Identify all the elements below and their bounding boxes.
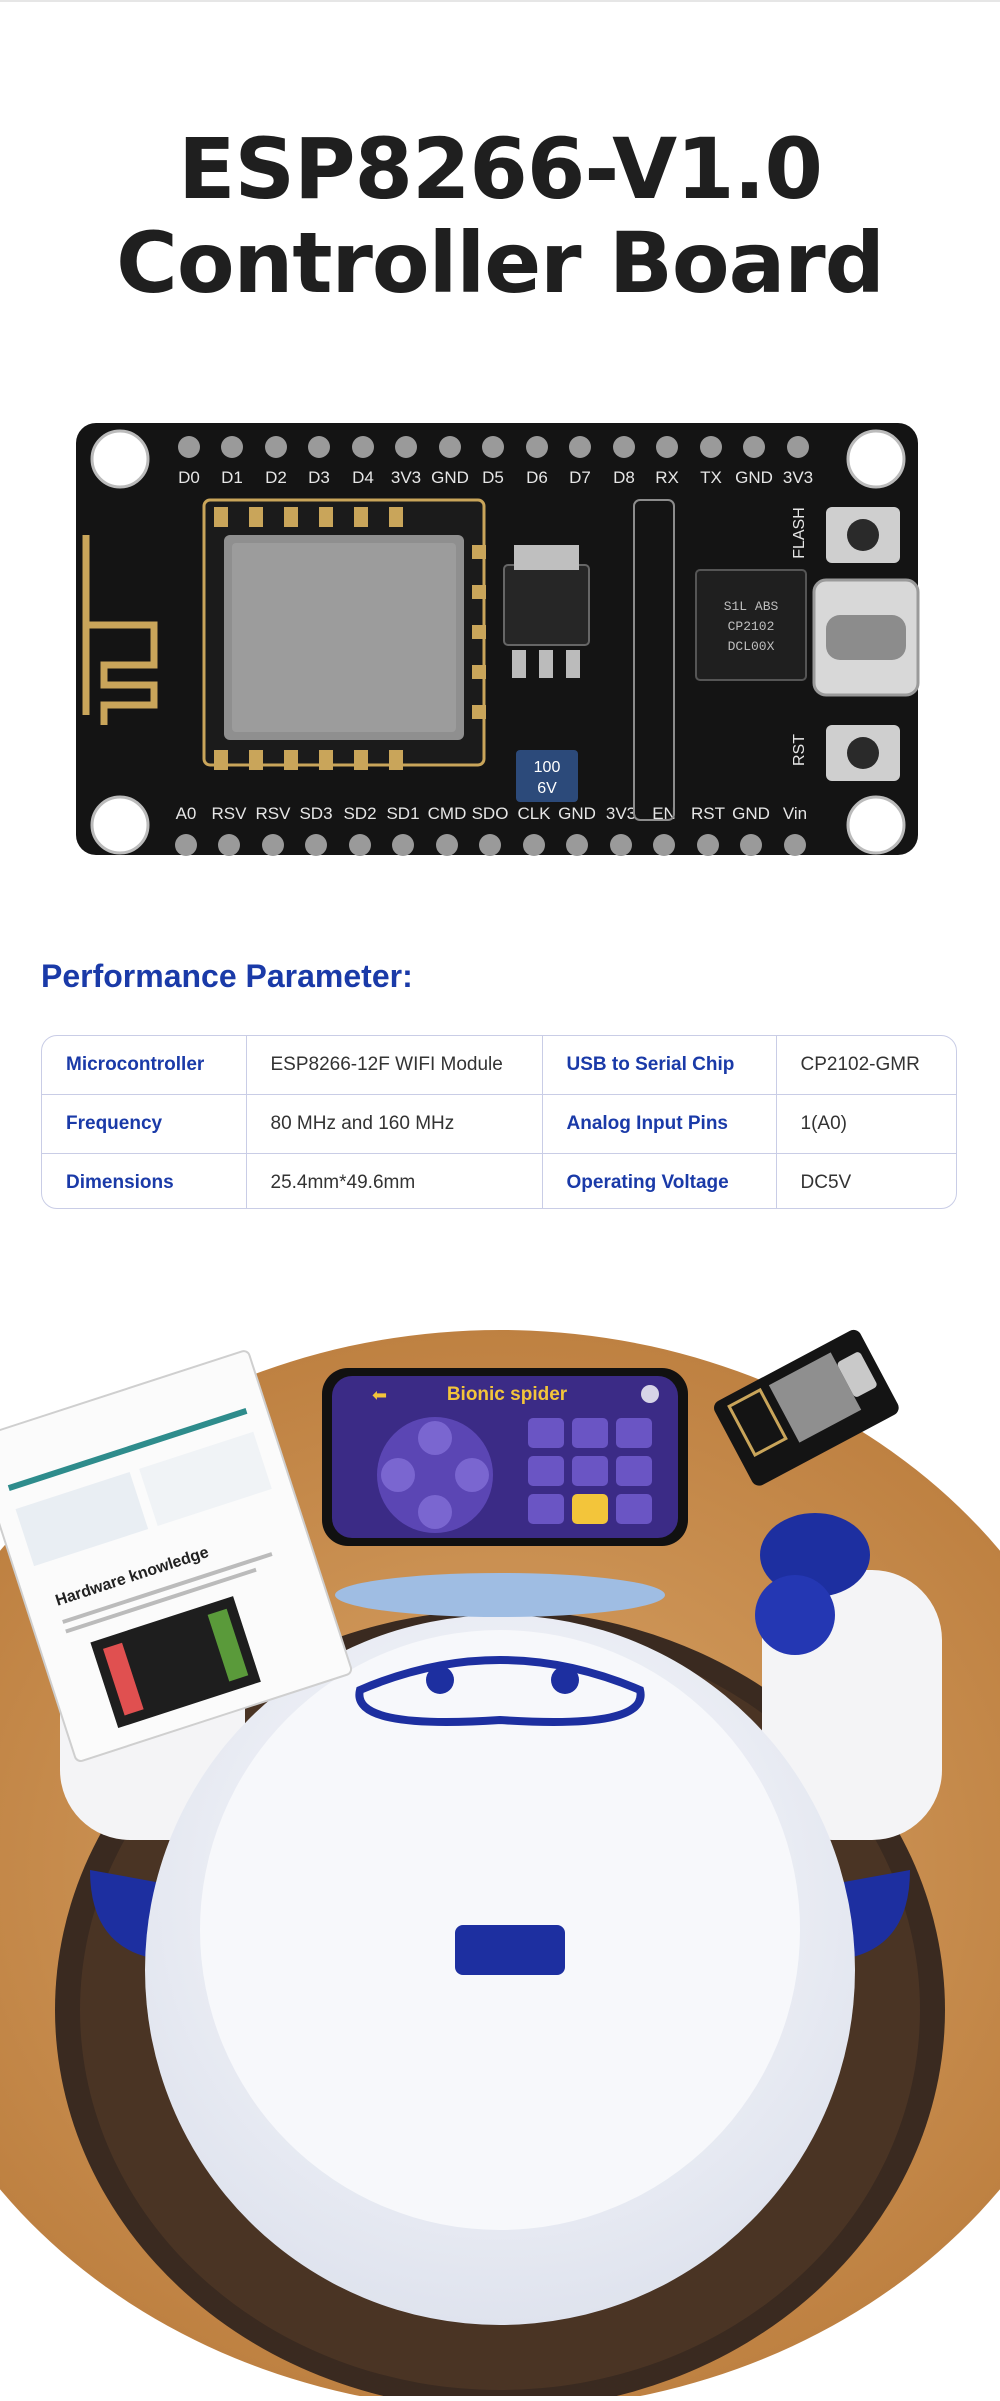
phone-app-title: Bionic spider (447, 1384, 568, 1405)
pin-label: Vin (783, 804, 807, 823)
pin-label: D1 (221, 468, 243, 487)
pin-label: A0 (176, 804, 197, 823)
page-title: ESP8266-V1.0 Controller Board (0, 122, 1000, 310)
phone-app-screen: Bionic spider ⬅ (322, 1368, 688, 1546)
pin-label: D4 (352, 468, 374, 487)
pin-label: D8 (613, 468, 635, 487)
pin-label: SD2 (343, 804, 376, 823)
spec-key: Frequency (42, 1094, 247, 1154)
pin-label: GND (735, 468, 773, 487)
pin-label: GND (732, 804, 770, 823)
robot-eye-band (355, 1656, 645, 1726)
antenna-trace (82, 535, 158, 725)
pin-label: D7 (569, 468, 591, 487)
pin-label: TX (700, 468, 722, 487)
back-arrow-icon: ⬅ (372, 1385, 387, 1406)
spec-key: Operating Voltage (542, 1153, 777, 1208)
pin-label: GND (558, 804, 596, 823)
esp8266-board-image: D0 D1 D2 D3 D4 3V3 GND D5 D6 D7 D8 RX TX… (74, 415, 920, 865)
scene-svg: Hardware knowledge Bionic spider ⬅ (0, 1329, 1000, 2401)
document-sheet: Hardware knowledge (0, 1350, 353, 1762)
title-line-1: ESP8266-V1.0 (178, 120, 823, 218)
table-row: Dimensions 25.4mm*49.6mm Operating Volta… (42, 1153, 956, 1208)
pin-label: SD3 (299, 804, 332, 823)
chip-marking-2: CP2102 (728, 619, 775, 634)
pin-label: D3 (308, 468, 330, 487)
pin-label: D0 (178, 468, 200, 487)
spec-key: Microcontroller (42, 1036, 247, 1095)
pin-label: RX (655, 468, 679, 487)
pin-label: SDO (472, 804, 509, 823)
pin-label: D5 (482, 468, 504, 487)
pin-label: CMD (428, 804, 467, 823)
spec-value: CP2102-GMR (776, 1036, 956, 1095)
spec-key: Dimensions (42, 1153, 247, 1208)
spec-value: 1(A0) (776, 1094, 956, 1154)
esp8266-board-svg: D0 D1 D2 D3 D4 3V3 GND D5 D6 D7 D8 RX TX… (76, 423, 920, 856)
edit-icon (641, 1385, 659, 1403)
flash-label: FLASH (791, 507, 808, 559)
capacitor-voltage: 6V (537, 780, 557, 797)
section-title: Performance Parameter: (41, 958, 413, 994)
spec-value: DC5V (800, 1172, 852, 1193)
pin-label: SD1 (386, 804, 419, 823)
capacitor-value: 100 (534, 759, 561, 776)
pin-label: RSV (212, 804, 248, 823)
robot-connector (455, 1925, 565, 1975)
chip-marking-3: DCL00X (728, 639, 775, 654)
table-row: Frequency 80 MHz and 160 MHz Analog Inpu… (42, 1094, 956, 1154)
rst-label: RST (791, 734, 808, 766)
controller-board-mini (714, 1329, 899, 1486)
product-scene-image: Hardware knowledge Bionic spider ⬅ (0, 1270, 1000, 2401)
pin-label: D2 (265, 468, 287, 487)
table-row: Microcontroller ESP8266-12F WIFI Module … (42, 1036, 956, 1095)
pin-label: 3V3 (391, 468, 421, 487)
title-line-2: Controller Board (116, 214, 885, 312)
pin-label: CLK (517, 804, 551, 823)
pin-label: EN (652, 804, 676, 823)
direction-pad (377, 1417, 493, 1533)
spec-key: USB to Serial Chip (542, 1036, 777, 1095)
pin-label: 3V3 (606, 804, 636, 823)
pin-label: RSV (256, 804, 292, 823)
spec-value: 80 MHz and 160 MHz (246, 1094, 543, 1154)
spec-value: ESP8266-12F WIFI Module (246, 1036, 543, 1095)
pin-label: 3V3 (783, 468, 813, 487)
spec-table: Microcontroller ESP8266-12F WIFI Module … (41, 1035, 957, 1209)
spec-key: Analog Input Pins (542, 1094, 777, 1154)
pin-label: D6 (526, 468, 548, 487)
pin-label: RST (691, 804, 725, 823)
top-rule (0, 0, 1000, 2)
spec-value: 25.4mm*49.6mm (246, 1153, 543, 1208)
pin-label: GND (431, 468, 469, 487)
chip-marking-1: S1L ABS (724, 599, 779, 614)
